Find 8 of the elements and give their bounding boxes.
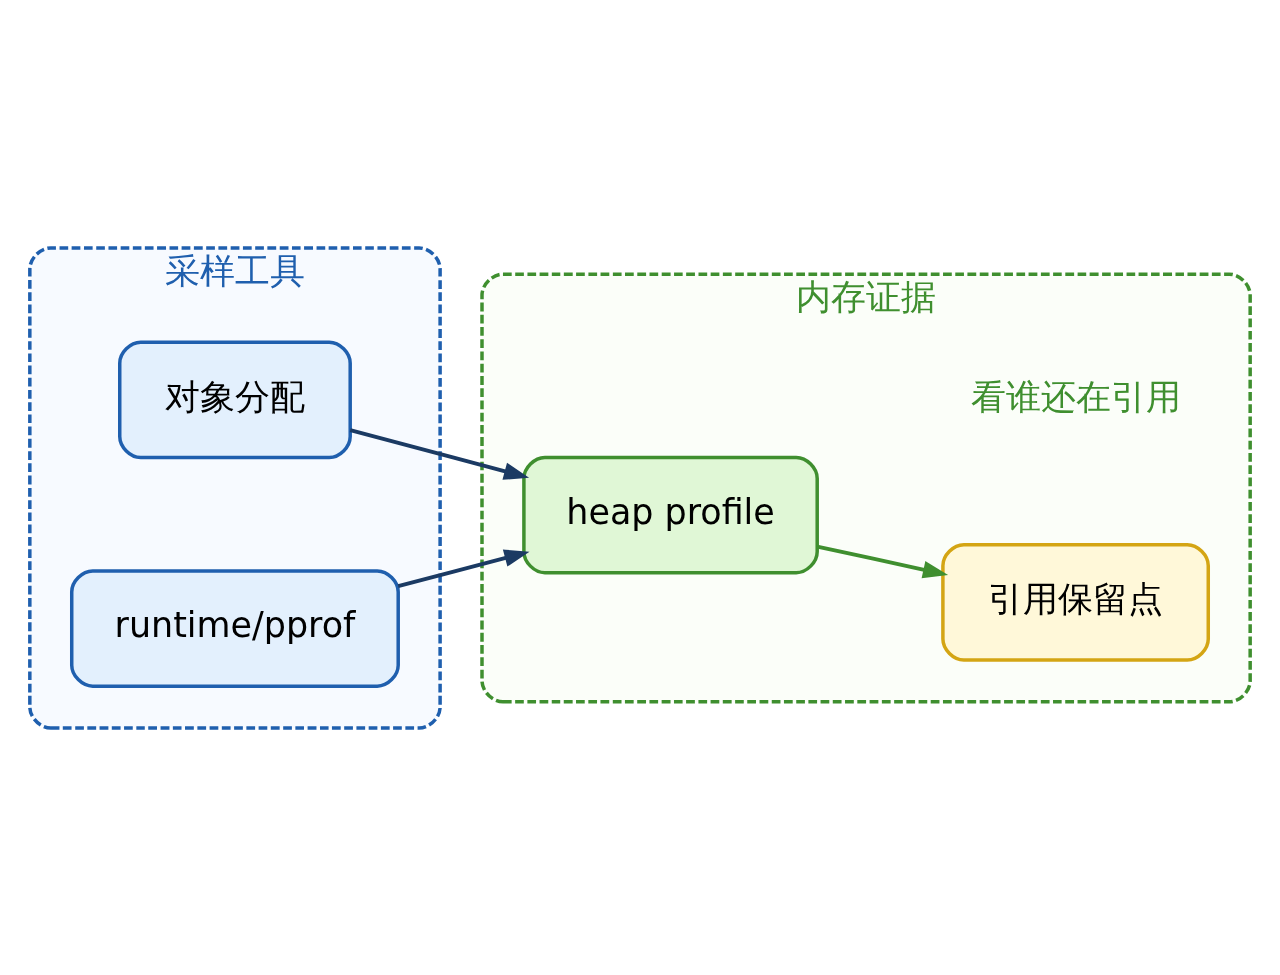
arrow	[349, 427, 530, 480]
node-box: 对象分配	[118, 339, 352, 459]
label: 看谁还在引用	[970, 376, 1181, 417]
node-box: heap profile	[522, 455, 819, 574]
arrow	[397, 549, 530, 588]
arrow	[816, 544, 949, 578]
node-box: 引用保留点	[941, 542, 1210, 662]
node-box: runtime/pprof	[70, 568, 400, 688]
